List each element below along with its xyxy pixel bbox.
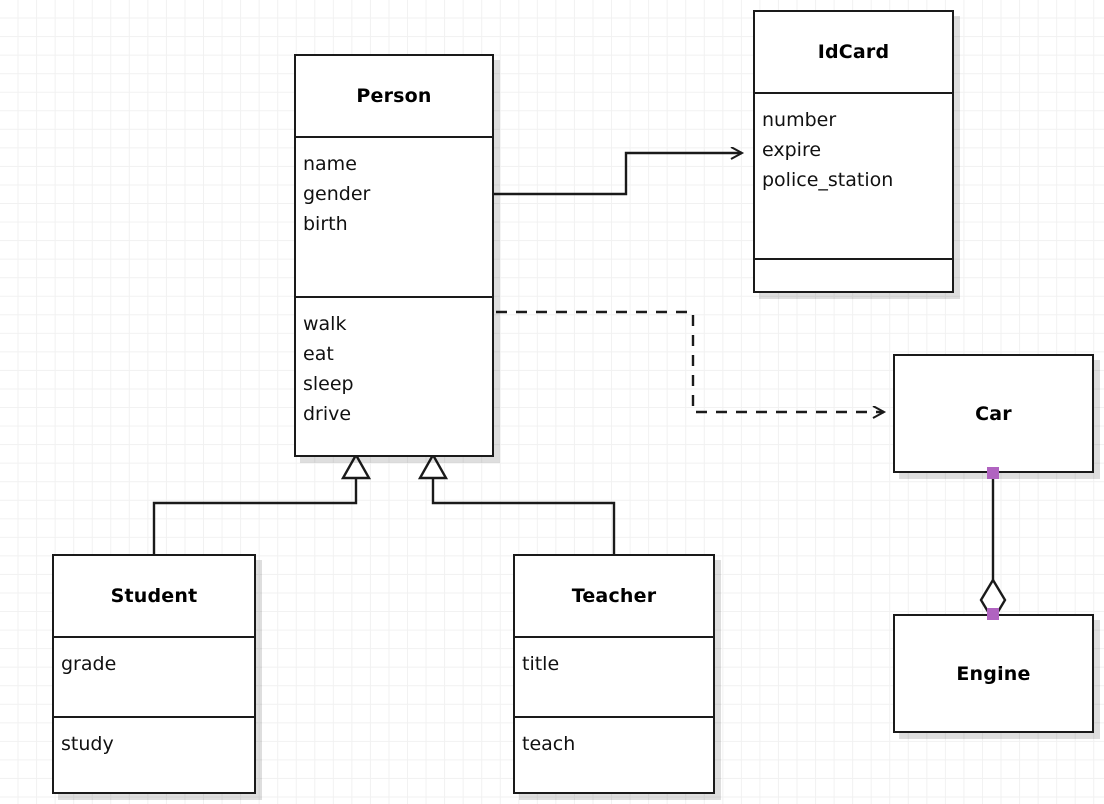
attribute-item: police_station (762, 169, 894, 191)
edge-person-car[interactable] (496, 310, 884, 412)
class-person-name: Person (356, 85, 432, 107)
class-teacher-title-compartment: Teacher (515, 556, 713, 636)
attribute-item: grade (61, 653, 117, 675)
class-engine-name: Engine (956, 662, 1031, 685)
class-person-title-compartment: Person (296, 56, 492, 136)
class-student[interactable]: Student grade study (52, 554, 256, 794)
edge-student-person[interactable] (152, 452, 372, 554)
attribute-item: number (762, 109, 837, 131)
attribute-item: birth (303, 213, 348, 235)
class-idcard-operations-compartment (755, 258, 952, 291)
class-teacher[interactable]: Teacher title teach (513, 554, 715, 794)
edge-handle-car-end[interactable] (987, 467, 999, 479)
class-idcard-attributes-compartment: number expire police_station (755, 92, 952, 258)
class-engine[interactable]: Engine (893, 614, 1094, 733)
attribute-item: title (522, 653, 560, 675)
class-teacher-name: Teacher (571, 585, 657, 607)
class-student-attributes-compartment: grade (54, 636, 254, 716)
edge-handle-engine-end[interactable] (987, 608, 999, 620)
class-teacher-attributes-compartment: title (515, 636, 713, 716)
operation-item: study (61, 733, 114, 755)
attribute-item: gender (303, 183, 371, 205)
operation-item: walk (303, 313, 347, 335)
edge-person-idcard[interactable] (494, 153, 742, 196)
operation-item: teach (522, 733, 576, 755)
class-person-operations-compartment: walk eat sleep drive (296, 296, 492, 455)
class-car-name: Car (975, 402, 1012, 425)
operation-item: drive (303, 403, 352, 425)
operation-item: eat (303, 343, 334, 365)
edge-car-engine[interactable] (979, 473, 1007, 623)
class-idcard[interactable]: IdCard number expire police_station (753, 10, 954, 293)
class-student-title-compartment: Student (54, 556, 254, 636)
operation-item: sleep (303, 373, 354, 395)
attribute-item: name (303, 153, 357, 175)
class-car[interactable]: Car (893, 354, 1094, 473)
class-car-title-compartment: Car (895, 356, 1092, 471)
class-teacher-operations-compartment: teach (515, 716, 713, 794)
class-person[interactable]: Person name gender birth walk eat sleep … (294, 54, 494, 457)
class-engine-title-compartment: Engine (895, 616, 1092, 731)
class-person-attributes-compartment: name gender birth (296, 136, 492, 296)
class-idcard-title-compartment: IdCard (755, 12, 952, 92)
class-idcard-name: IdCard (817, 41, 890, 63)
attribute-item: expire (762, 139, 822, 161)
class-student-name: Student (110, 585, 198, 607)
class-student-operations-compartment: study (54, 716, 254, 794)
edge-teacher-person[interactable] (417, 452, 616, 554)
